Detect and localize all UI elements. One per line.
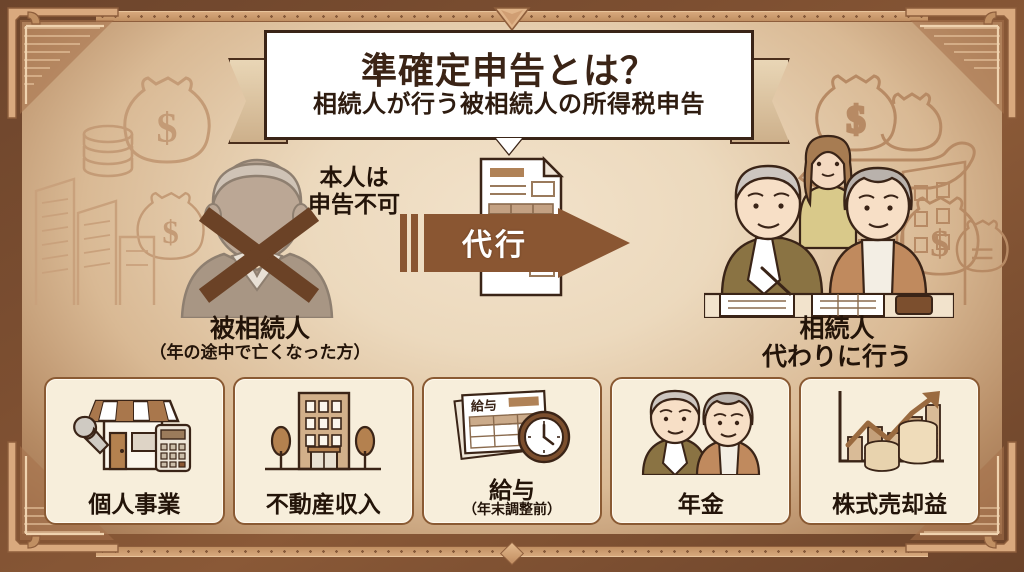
heir-family-illustration xyxy=(702,128,956,320)
title-banner: 準確定申告とは？ 相続人が行う被相続人の所得税申告 xyxy=(228,30,790,154)
deceased-note-line2: 申告不可 xyxy=(308,191,400,218)
stock-chart-coins-icon xyxy=(826,387,954,475)
process-row: 本人は 申告不可 被相続人 （年の途中で亡くなった方） xyxy=(22,134,1002,371)
income-card-label: 不動産収入 xyxy=(235,491,412,518)
income-card-label-main: 年金 xyxy=(677,491,724,518)
page-subtitle: 相続人が行う被相続人の所得税申告 xyxy=(313,90,705,118)
elderly-couple-icon xyxy=(637,387,765,477)
income-card-label-main: 株式売却益 xyxy=(832,491,948,518)
income-card-salary[interactable]: 給与 xyxy=(421,377,603,525)
heir-family-icon xyxy=(702,134,956,320)
proxy-arrow-label: 代行 xyxy=(462,229,528,262)
top-chevron-ornament xyxy=(493,7,531,32)
income-card-label-main: 個人事業 xyxy=(88,491,181,518)
heir-label: 相続人 xyxy=(799,315,875,343)
banner-notch xyxy=(496,138,522,154)
income-card-label: 年金 xyxy=(612,491,789,518)
right-arrow-icon xyxy=(400,208,630,278)
income-card-label-main: 給与 xyxy=(488,476,535,503)
income-card-label: 個人事業 xyxy=(46,491,223,518)
heir-sublabel: 代わりに行う xyxy=(761,343,912,371)
svg-text:給与: 給与 xyxy=(470,398,497,414)
income-card-label-sub: （年末調整前） xyxy=(462,501,561,518)
deceased-note: 本人は 申告不可 xyxy=(308,164,400,218)
income-card-stock-gain[interactable]: 株式売却益 xyxy=(799,377,980,525)
income-card-sole-proprietor[interactable]: 個人事業 xyxy=(44,377,225,525)
deceased-note-line1: 本人は xyxy=(319,164,389,190)
bottom-diamond-ornament xyxy=(499,541,525,566)
deceased-sublabel: （年の途中で亡くなった方） xyxy=(149,343,371,362)
income-card-real-estate[interactable]: 不動産収入 xyxy=(232,377,414,525)
apartment-building-icon xyxy=(259,387,387,475)
deceased-label-group: 被相続人 （年の途中で亡くなった方） xyxy=(120,315,400,362)
deceased-label: 被相続人 xyxy=(209,315,310,343)
deceased-person-illustration xyxy=(172,158,342,320)
title-box: 準確定申告とは？ 相続人が行う被相続人の所得税申告 xyxy=(264,30,754,140)
proxy-arrow-group: 代行 xyxy=(400,150,630,310)
income-card-label: 株式売却益 xyxy=(801,491,978,518)
income-card-label: 給与 （年末調整前） xyxy=(424,476,601,518)
shop-wrench-calculator-icon xyxy=(70,387,198,475)
payslip-clock-icon: 給与 xyxy=(448,387,576,467)
page-title: 準確定申告とは？ xyxy=(360,49,657,91)
cross-mark-icon xyxy=(198,207,320,303)
heir-label-group: 相続人 代わりに行う xyxy=(712,315,962,371)
income-type-card-row: 個人事業 xyxy=(44,377,980,525)
income-card-label-main: 不動産収入 xyxy=(265,491,381,518)
income-card-pension[interactable]: 年金 xyxy=(610,377,792,525)
